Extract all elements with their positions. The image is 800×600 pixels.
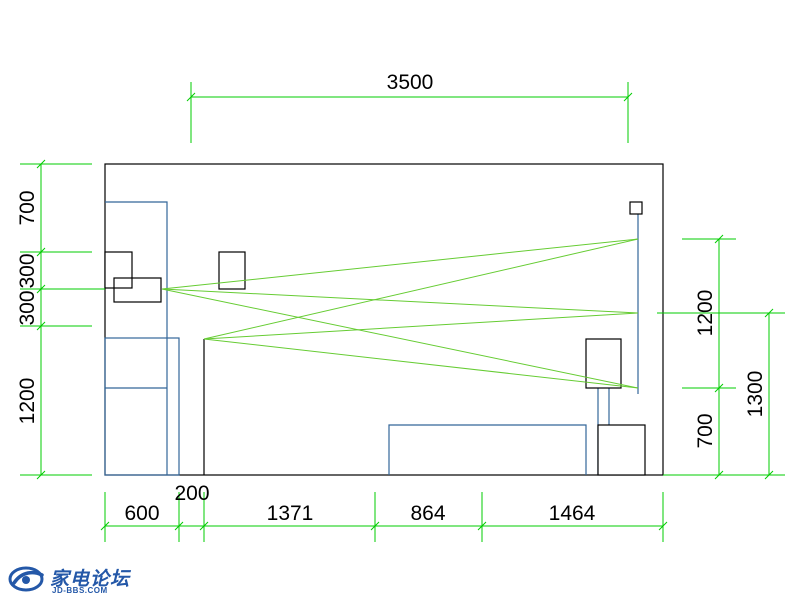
- logo-swirl-icon: [8, 566, 44, 592]
- dim-bottom-tick-3: [370, 521, 380, 531]
- devices-group: [104, 201, 646, 476]
- dim-label-left-1: 300: [16, 253, 39, 288]
- dim-label-bottom-4: 1464: [549, 502, 596, 525]
- dim-top-tick-left: [186, 92, 196, 102]
- front-speaker-box: [104, 251, 133, 289]
- dim-label-top-width: 3500: [387, 71, 434, 94]
- low-cabinet: [104, 337, 180, 476]
- furniture-group: [104, 201, 639, 476]
- tv-bench: [388, 424, 587, 475]
- ceiling-speaker-box: [629, 201, 643, 215]
- dim-label-right-inner-0: 1200: [694, 290, 717, 337]
- ray-seat-to-top: [203, 238, 639, 340]
- ray-seat-to-mid: [203, 312, 639, 340]
- dim-left-tick-0: [36, 159, 46, 169]
- subwoofer-box: [597, 424, 646, 476]
- dim-right-outer-tick-top: [764, 308, 774, 318]
- dim-label-right-outer: 1300: [744, 371, 767, 418]
- dim-label-left-2: 300: [16, 290, 39, 325]
- center-speaker-box: [218, 251, 246, 290]
- dim-right-outer-tick-bottom: [764, 470, 774, 480]
- listener-seat-box: [113, 277, 162, 303]
- dim-label-left-3: 1200: [16, 378, 39, 425]
- site-logo: 家电论坛 JD-BBS.COM: [8, 563, 158, 597]
- dim-label-left-0: 700: [16, 190, 39, 225]
- dim-bottom-tick-1: [174, 521, 184, 531]
- logo-subtitle: JD-BBS.COM: [52, 586, 108, 595]
- dim-bottom-tick-2: [199, 521, 209, 531]
- dim-label-bottom-1: 200: [174, 482, 209, 505]
- dim-label-bottom-3: 864: [410, 502, 445, 525]
- dim-left-tick-3: [36, 321, 46, 331]
- ray-seat-to-low: [203, 338, 639, 389]
- dim-label-right-inner-1: 700: [694, 413, 717, 448]
- dim-left-tick-1: [36, 247, 46, 257]
- dim-bottom-tick-5: [658, 521, 668, 531]
- dim-bottom-tick-4: [477, 521, 487, 531]
- dim-label-bottom-2: 1371: [267, 502, 314, 525]
- tall-cabinet: [105, 201, 168, 475]
- dim-label-bottom-0: 600: [124, 502, 159, 525]
- dim-right-inner-tick-mid: [714, 383, 724, 393]
- ray-listener-to-top: [161, 238, 639, 290]
- dim-right-inner-tick-top: [714, 234, 724, 244]
- dim-bottom-tick-0: [100, 521, 110, 531]
- rear-speaker-box: [585, 338, 622, 389]
- dim-right-inner-tick-bottom: [714, 470, 724, 480]
- logo-title: 家电论坛: [50, 568, 131, 590]
- dim-top-tick-right: [623, 92, 633, 102]
- room-wall-outline: [104, 163, 664, 476]
- sound-rays: [161, 238, 639, 389]
- ray-listener-to-mid: [161, 288, 639, 314]
- room-outline: [104, 163, 664, 476]
- ray-listener-to-low: [161, 288, 639, 389]
- dimension-lines: [20, 82, 785, 542]
- dim-left-tick-2: [36, 284, 46, 294]
- dim-left-tick-4: [36, 470, 46, 480]
